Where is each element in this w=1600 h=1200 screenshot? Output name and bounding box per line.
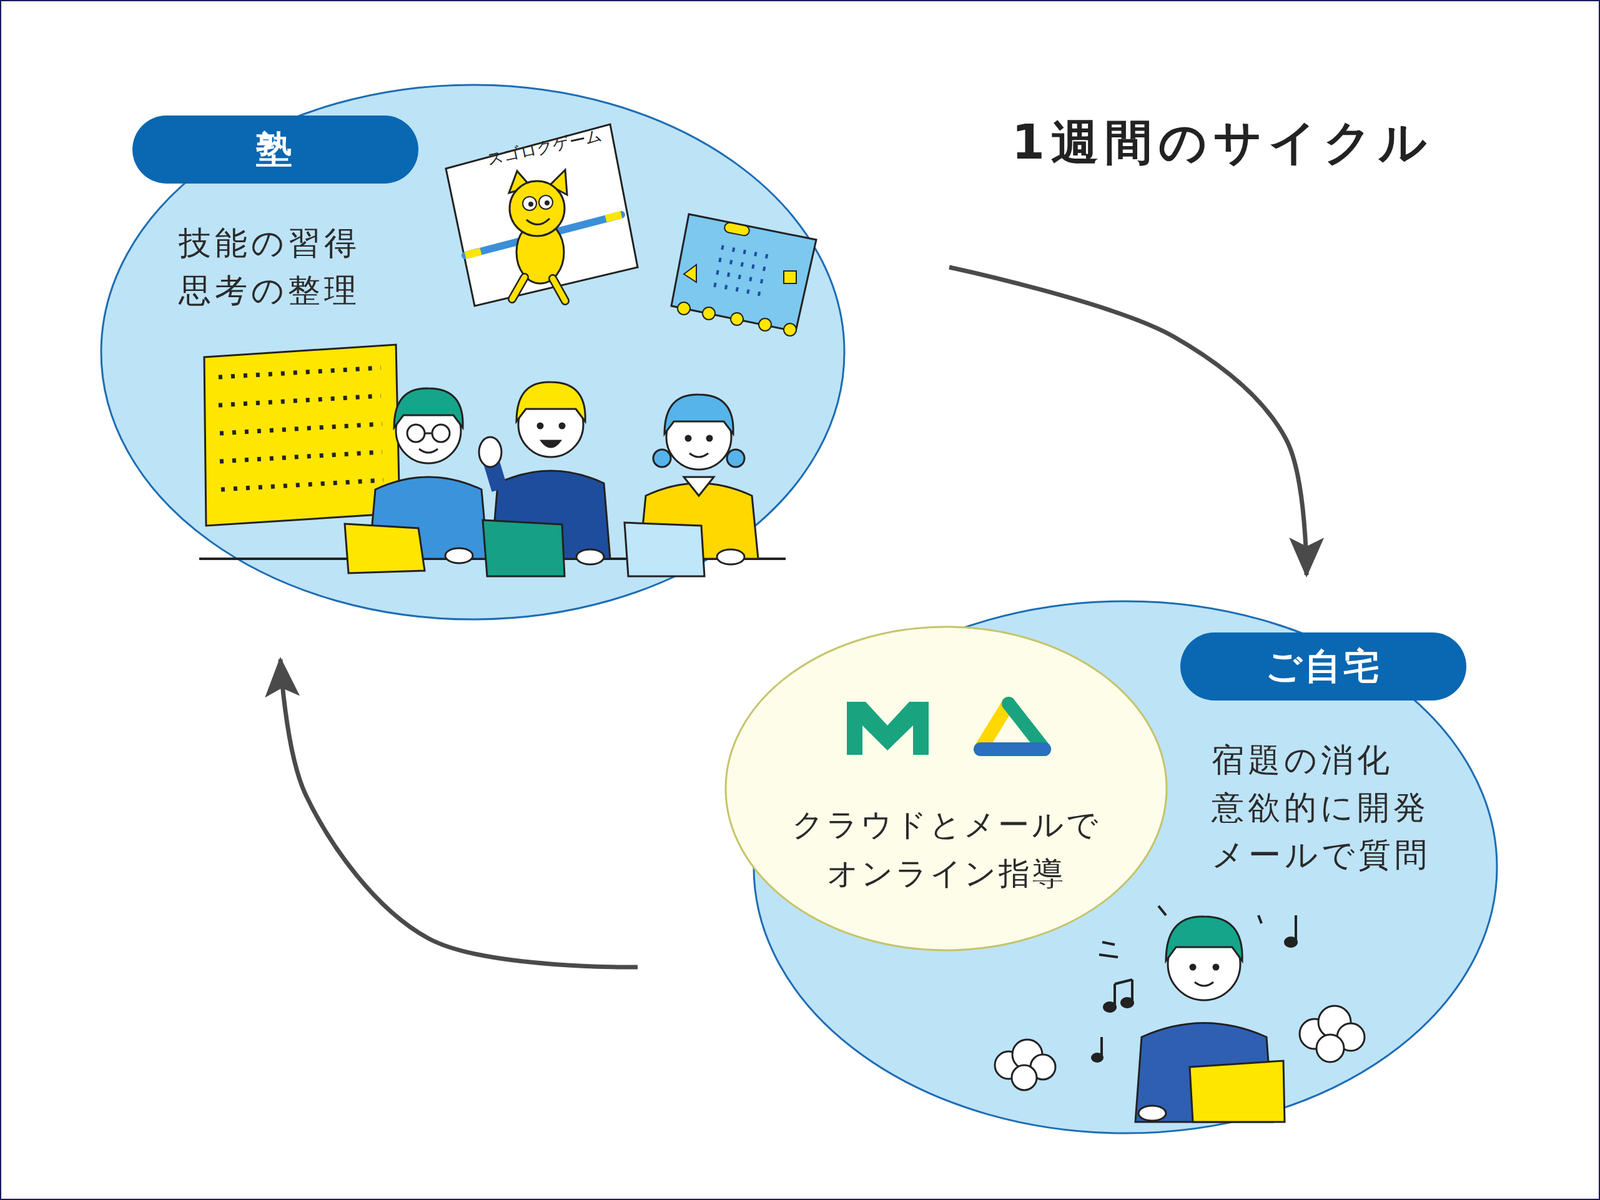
- student-figure: [479, 382, 611, 577]
- cycle-ellipse: 塾技能の習得 思考の整理: [99, 83, 846, 621]
- label-pill: ご自宅: [1180, 632, 1467, 701]
- home-illustration: [994, 906, 1365, 1123]
- cat-figure: [465, 169, 622, 302]
- board: [204, 344, 400, 526]
- student-figure: [1135, 916, 1285, 1123]
- mail-icon: [846, 701, 929, 756]
- body-text: 宿題の消化 意欲的に開発 メールで質問: [1211, 736, 1431, 880]
- poster: [445, 124, 638, 307]
- pill-label: ご自宅: [1265, 642, 1383, 692]
- student-figure: [624, 394, 759, 577]
- pill-label: 塾: [256, 125, 295, 175]
- body-text: クラウドとメールで オンライン指導: [791, 801, 1101, 899]
- student-figure: [344, 388, 488, 574]
- ellipse-shape: [725, 627, 1167, 951]
- music-note: [1092, 906, 1297, 1062]
- cycle-arrow: [280, 659, 638, 968]
- cloud-shape: [1299, 1006, 1365, 1063]
- diagram-title: 1週間のサイクル: [1011, 111, 1434, 176]
- microbit-pads: [677, 302, 797, 336]
- table-edge: [199, 557, 786, 561]
- ellipse-shape: [101, 84, 845, 620]
- board-dots: [218, 367, 384, 490]
- ellipse-outline: [724, 625, 1168, 952]
- cycle-arrow: [949, 267, 1307, 576]
- cloud-shape: [994, 1039, 1056, 1091]
- online-icons: [846, 701, 1045, 756]
- classroom-illustration: [199, 124, 817, 577]
- body-text: 技能の習得 思考の整理: [178, 219, 361, 315]
- label-pill: 塾: [132, 115, 419, 184]
- cycle-ellipse: クラウドとメールで オンライン指導: [724, 625, 1168, 952]
- microbit-leds: [713, 247, 772, 295]
- microbit-board: [671, 214, 817, 332]
- cloud-drive-icon: [980, 703, 1045, 750]
